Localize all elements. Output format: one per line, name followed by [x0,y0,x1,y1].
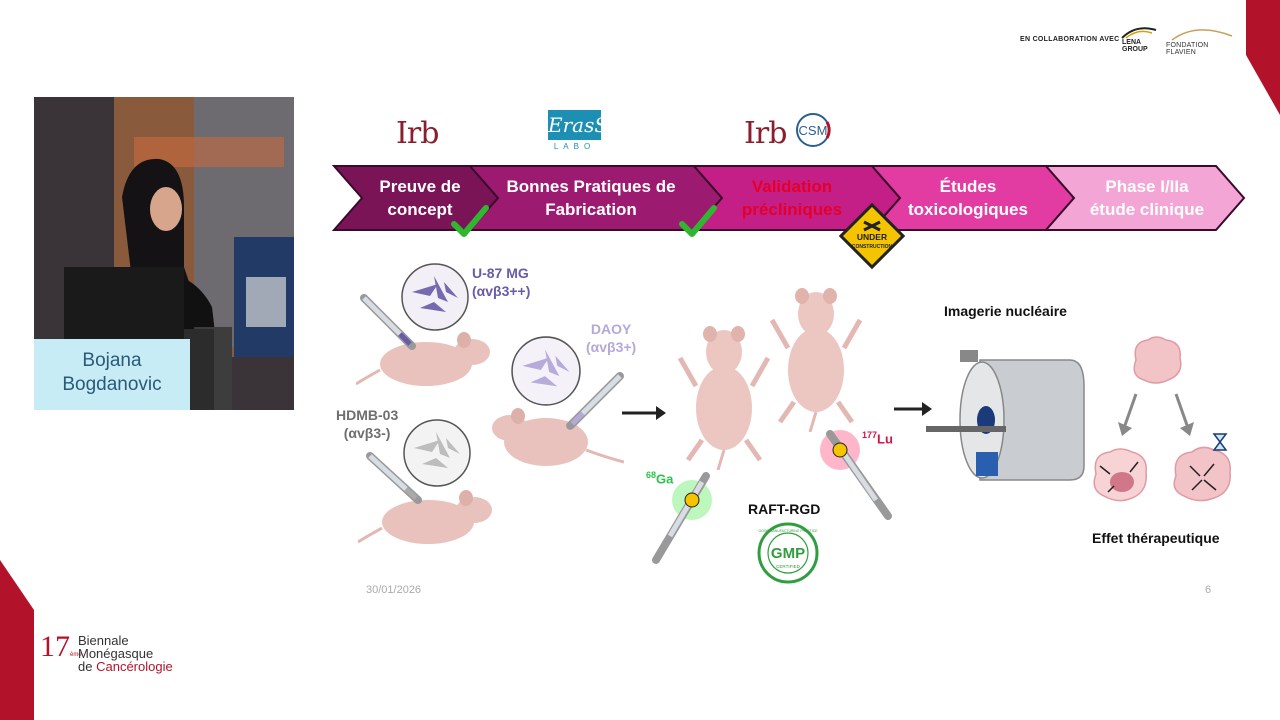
biennale-number: 17 [40,632,70,662]
syringe-hdmb-icon [366,452,426,508]
csm-logo-text: CSM [799,123,828,138]
syringe-daoy-icon [562,372,624,434]
ga-mass: 68 [646,470,656,480]
daoy-name: DAOY [586,320,636,338]
collaboration-label: EN COLLABORATION AVEC : [1020,36,1124,43]
u87-label: U-87 MG (αvβ3++) [472,264,530,300]
stage-5-line1: Phase I/IIa [1062,175,1232,198]
tumor-shrinking-icon [1088,444,1152,504]
stage-4-label: Études toxicologiques [890,175,1046,221]
stage-2-line1: Bonnes Pratiques de [486,175,696,198]
irb-logo-second: Irb [744,116,786,151]
eras-logo-text: ErasS [548,110,601,140]
badge-line1: UNDER [857,232,887,242]
csm-logo: CSM [792,112,834,148]
syringe-u87-icon [360,294,420,354]
badge-line2: CONSTRUCTION [852,244,893,250]
stage-2-check-icon [678,204,718,240]
hourglass-icon [1214,434,1226,450]
mouse-ga-imaging-icon [678,320,770,470]
speaker-last-name: Bogdanovic [34,373,190,397]
stage-4-line2: toxicologiques [890,198,1046,221]
radioactive-icon [685,493,699,507]
speaker-nameplate: Bojana Bogdanovic [34,339,190,410]
irb-logo: Irb [396,116,438,151]
lu-mass: 177 [862,430,877,440]
hdmb-label: HDMB-03 (αvβ3-) [336,406,398,442]
stage-5-label: Phase I/IIa étude clinique [1062,175,1232,221]
daoy-receptor: (αvβ3+) [586,338,636,356]
csm-circle-icon: CSM [792,112,834,148]
flavien-swoosh-icon [1166,24,1240,42]
stage-5-line2: étude clinique [1062,198,1232,221]
eras-labo-logo: ErasS LABO [548,110,601,151]
lena-swoosh-icon [1118,24,1160,40]
radioactive-icon-2 [833,443,847,457]
speaker-video: Bojana Bogdanovic [34,97,294,410]
fondation-flavien-text: FONDATION FLAVIEN [1166,42,1240,56]
gmp-text: GMP [771,545,805,562]
speaker-first-name: Bojana [34,349,190,373]
pet-scanner-icon [920,346,1088,490]
biennale-line3-accent: Cancérologie [96,659,173,674]
eras-logo-sub: LABO [548,142,601,151]
therapeutic-effect-label: Effet thérapeutique [1092,530,1220,546]
lena-group-text: LENA GROUP [1122,39,1160,53]
under-construction-badge: UNDER CONSTRUCTION [836,200,908,272]
ga68-label: 68Ga [646,470,673,486]
stage-3-line1: Validation [712,175,872,198]
gmp-ring-text: GOOD MANUFACTURING PRACTICE [759,529,819,533]
lena-group-logo: LENA GROUP [1118,24,1160,56]
stage-1-line1: Preuve de [360,175,480,198]
hdmb-receptor: (αvβ3-) [336,424,398,442]
nuclear-imaging-label: Imagerie nucléaire [944,303,1067,319]
tumor-growth-arrested-icon [1170,432,1236,506]
lu177-label: 177Lu [862,430,893,446]
mouse-lu-therapy-icon [770,282,862,432]
lu-symbol: Lu [877,431,893,446]
biennale-text: Biennale Monégasque de Cancérologie [78,634,173,673]
tumor-initial-icon [1126,334,1186,386]
slide-date: 30/01/2026 [366,584,421,596]
gmp-certified-badge: GMP GOOD MANUFACTURING PRACTICE CERTIFIE… [750,522,826,584]
stage-2-label: Bonnes Pratiques de Fabrication [486,175,696,221]
gmp-certified-text: CERTIFIED [776,564,800,569]
slide-page-number: 6 [1205,584,1211,596]
corner-accent-top-right [1240,0,1280,120]
hdmb-name: HDMB-03 [336,406,398,424]
ga-symbol: Ga [656,471,673,486]
arrow-down-left-icon [1116,392,1140,438]
biennale-line3: de Cancérologie [78,660,173,673]
daoy-label: DAOY (αvβ3+) [586,320,636,356]
u87-name: U-87 MG [472,264,530,282]
corner-accent-bottom-left [0,560,40,720]
arrow-right-icon [620,404,668,422]
fondation-flavien-logo: FONDATION FLAVIEN [1166,24,1240,56]
stage-1-check-icon [450,204,490,240]
stage-4-line1: Études [890,175,1046,198]
stage-2-line2: Fabrication [486,198,696,221]
compound-label: RAFT-RGD [748,501,820,517]
u87-receptor: (αvβ3++) [472,282,530,300]
biennale-line3-prefix: de [78,659,92,674]
